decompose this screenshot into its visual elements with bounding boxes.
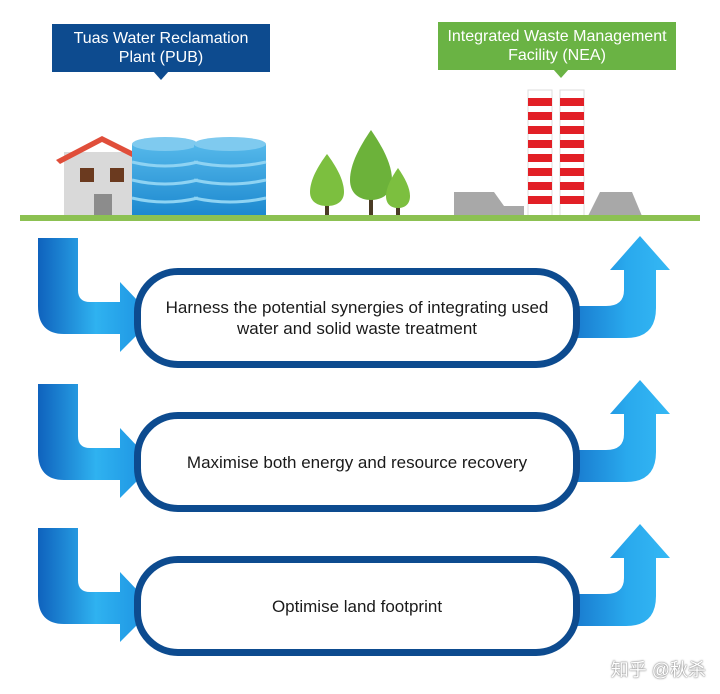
pub-label: Tuas Water Reclamation Plant (PUB)	[52, 24, 270, 72]
benefit-recovery: Maximise both energy and resource recove…	[134, 412, 580, 512]
left-arrow-2	[38, 384, 154, 498]
benefit-synergies: Harness the potential synergies of integ…	[134, 268, 580, 368]
left-arrow-3	[38, 528, 154, 642]
ground-line	[20, 215, 700, 221]
right-arrow-2	[562, 380, 670, 482]
house-icon	[56, 136, 150, 216]
trees-icon	[310, 130, 410, 216]
nea-label: Integrated Waste Management Facility (NE…	[438, 22, 676, 70]
pub-label-pointer	[153, 71, 169, 80]
water-tanks-icon	[131, 137, 267, 216]
benefit-land: Optimise land footprint	[134, 556, 580, 656]
nea-label-pointer	[553, 69, 569, 78]
factory-icon	[454, 89, 642, 217]
left-arrow-1	[38, 238, 154, 352]
right-arrow-1	[562, 236, 670, 338]
watermark: 知乎 @秋杀	[610, 660, 706, 680]
right-arrow-3	[562, 524, 670, 626]
